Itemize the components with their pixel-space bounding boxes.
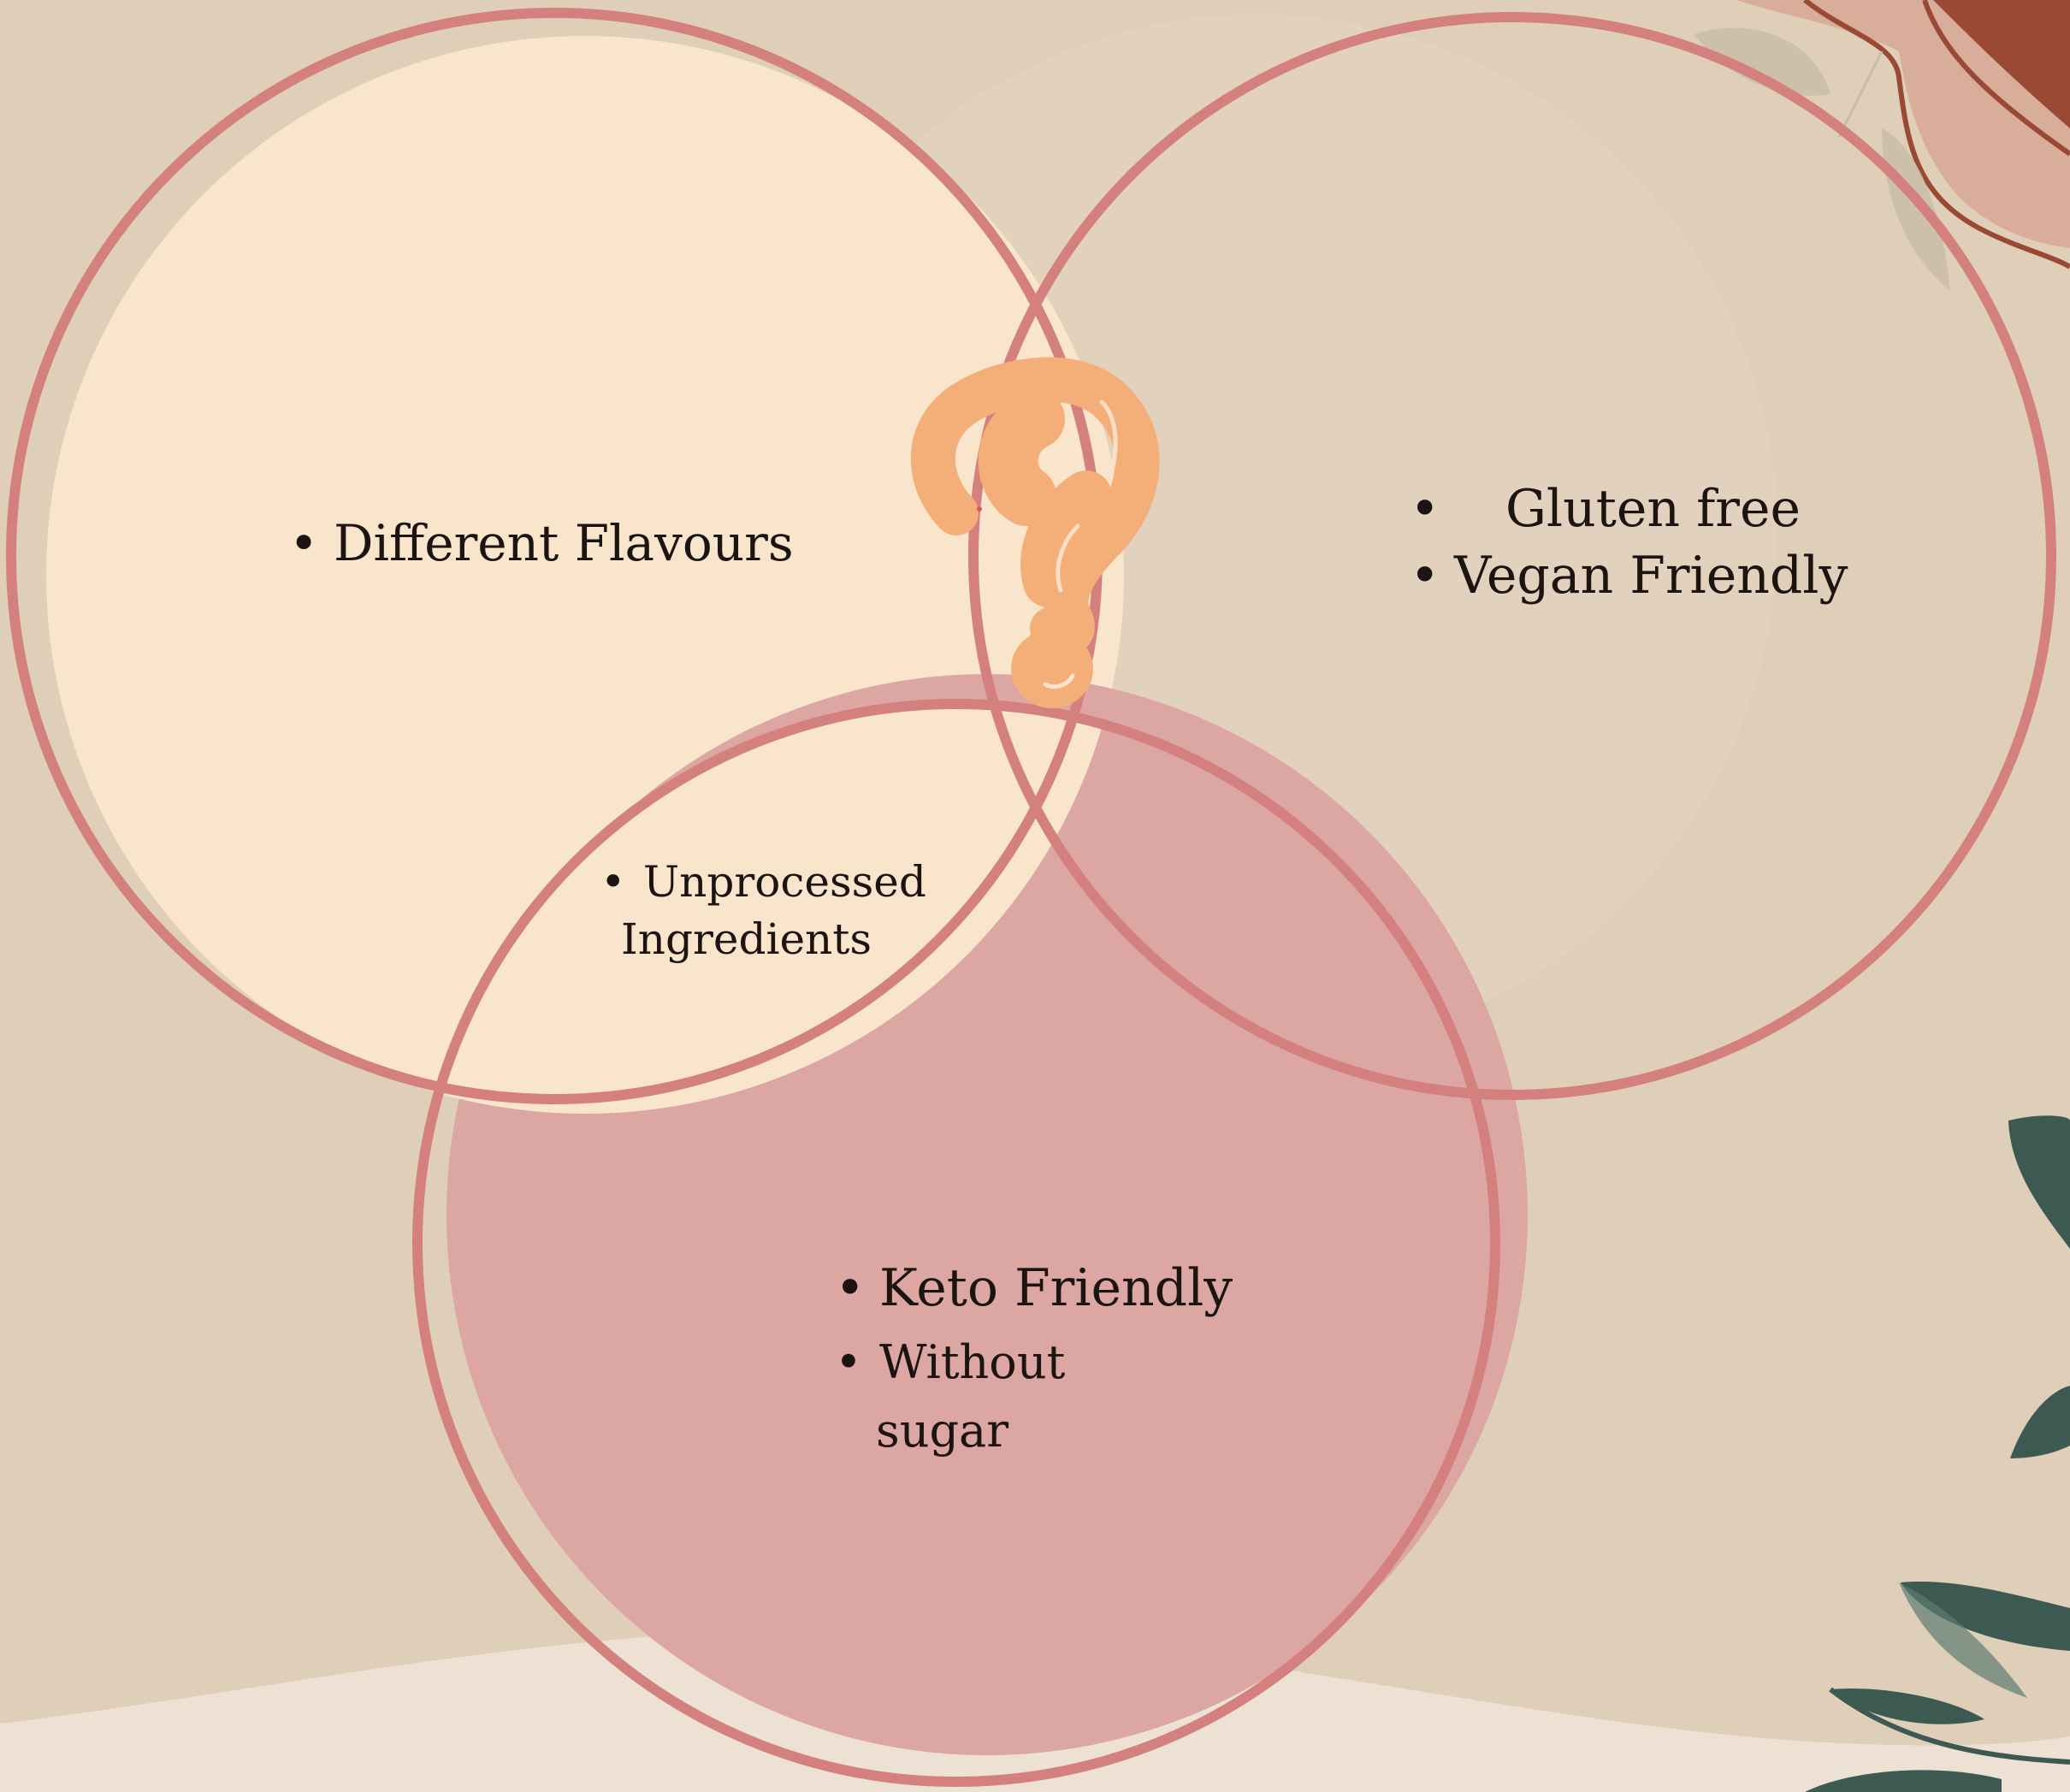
list-item-line-1: Without: [879, 1335, 1065, 1389]
list-item: Without sugar: [879, 1323, 1102, 1459]
list-item-line-2: Ingredients: [621, 911, 934, 968]
bottom-set-items: Keto Friendly Without sugar: [879, 1254, 1233, 1459]
right-set-items: Gluten free Vegan Friendly: [1454, 476, 1848, 609]
list-item: Different Flavours: [334, 510, 794, 577]
list-item: Vegan Friendly: [1454, 542, 1848, 609]
overlap-items: Unprocessed Ingredients: [643, 854, 934, 968]
list-item-line-1: Unprocessed: [643, 857, 926, 907]
list-item: Unprocessed Ingredients: [643, 854, 934, 968]
left-set-items: Different Flavours: [334, 510, 794, 577]
list-item: Gluten free: [1454, 476, 1848, 542]
list-item-line-2: sugar: [876, 1402, 1102, 1460]
list-item: Keto Friendly: [879, 1254, 1233, 1323]
